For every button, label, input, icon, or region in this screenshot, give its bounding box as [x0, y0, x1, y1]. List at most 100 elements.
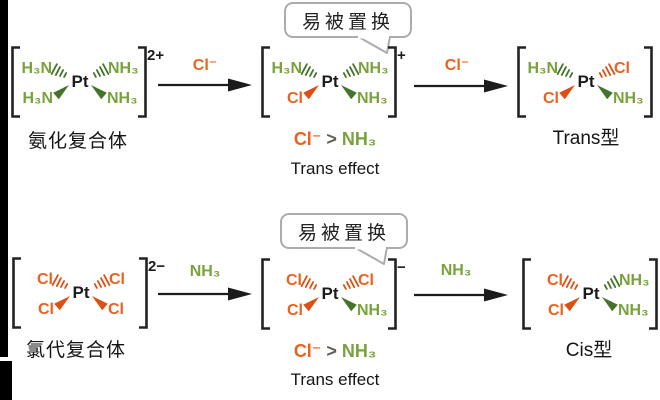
pt-center-label: Pt [583, 284, 600, 303]
pt-center-label: Pt [73, 283, 90, 302]
reaction-arrow [158, 287, 252, 301]
speech-bubble-top: 易被置换 [284, 2, 412, 38]
ligand-label: H₃N [21, 60, 52, 77]
hash-bond [93, 283, 98, 289]
speech-bubble-bottom: 易被置换 [280, 213, 408, 249]
wedge-bond [303, 297, 319, 312]
reaction-arrow [414, 79, 508, 93]
hash-bond [92, 72, 97, 78]
pt-center-label: Pt [322, 284, 339, 303]
right-bracket [138, 46, 147, 118]
hash-bond [309, 281, 314, 289]
right-bracket [644, 46, 653, 118]
hash-bond [346, 69, 351, 77]
left-bracket [522, 258, 531, 330]
hash-bond [570, 281, 575, 289]
ligand-label: NH₃ [108, 60, 139, 77]
charge-label: 2+ [147, 47, 164, 64]
speech-bubble-label: 易被置换 [297, 222, 390, 244]
hash-bond [610, 278, 617, 289]
reactant-caption-chloro: 氯代复合体 [25, 340, 126, 361]
trans-effect-label-top: Trans effect [290, 159, 380, 178]
hash-bond [349, 66, 356, 77]
hash-bond [304, 66, 311, 77]
hash-bond [99, 66, 106, 77]
hash-bond [556, 63, 564, 76]
comparison-left: Cl⁻ [293, 341, 322, 361]
charge-label: + [397, 47, 406, 64]
ligand-label: Cl [109, 271, 125, 288]
right-bracket [388, 258, 397, 330]
pt-center-label: Pt [72, 72, 89, 91]
trans-effect-comparison-top: Cl⁻>NH₃ [265, 129, 405, 150]
pt-center-label: Pt [322, 72, 339, 91]
product-caption-cis: Cis型 [565, 340, 613, 361]
hash-bond [313, 72, 318, 78]
hash-bond [313, 284, 318, 290]
hash-bond [51, 274, 59, 287]
reagent-label-cl1: Cl⁻ [192, 57, 218, 74]
hash-bond [607, 281, 612, 289]
hash-bond [613, 275, 621, 288]
hash-bond [569, 72, 574, 78]
comparison-operator: > [326, 341, 337, 361]
hash-bond [300, 275, 308, 288]
reaction-arrow [414, 288, 508, 302]
comparison-right: NH₃ [341, 129, 377, 149]
ligand-label: Cl [614, 60, 630, 77]
wedge-bond [597, 85, 613, 100]
hash-bond [54, 66, 61, 77]
comparison-right: NH₃ [341, 341, 377, 361]
trans-effect-label-bottom: Trans effect [290, 370, 380, 389]
hash-bond [102, 63, 110, 76]
right-bracket [388, 46, 397, 118]
hash-bond [96, 69, 101, 77]
pt-center-label: Pt [578, 72, 595, 91]
hash-bond [561, 275, 569, 288]
wedge-bond [564, 297, 580, 312]
charge-label: − [397, 259, 406, 276]
hash-bond [565, 69, 570, 77]
left-bracket [261, 46, 270, 118]
left-bracket [517, 46, 526, 118]
reaction-arrow [158, 78, 252, 92]
ligand-label: NH₃ [613, 90, 644, 107]
ligand-label: Cl [287, 302, 303, 319]
hash-bond [352, 63, 360, 76]
hash-bond [100, 277, 107, 288]
hash-bond [352, 275, 360, 288]
ligand-label: Cl [286, 272, 302, 289]
hash-bond [565, 278, 572, 289]
ligand-label: NH₃ [107, 90, 138, 107]
hash-bond [560, 66, 567, 77]
hash-bond [64, 283, 69, 289]
hash-bond [97, 280, 102, 288]
hash-bond [602, 69, 607, 77]
hash-bond [63, 72, 68, 78]
ligand-label: Cl [108, 301, 124, 318]
left-bracket [12, 257, 21, 329]
hash-bond [349, 278, 356, 289]
speech-bubble-label: 易被置换 [301, 11, 394, 33]
hash-bond [603, 284, 608, 290]
ligand-label: Cl [37, 271, 53, 288]
right-bracket [649, 258, 658, 330]
right-bracket [139, 257, 148, 329]
ligand-label: Cl [38, 301, 54, 318]
product-caption-trans: Trans型 [552, 128, 620, 149]
hash-bond [103, 274, 111, 287]
hash-bond [60, 280, 65, 288]
wedge-bond [92, 296, 108, 311]
left-bracket [261, 258, 270, 330]
